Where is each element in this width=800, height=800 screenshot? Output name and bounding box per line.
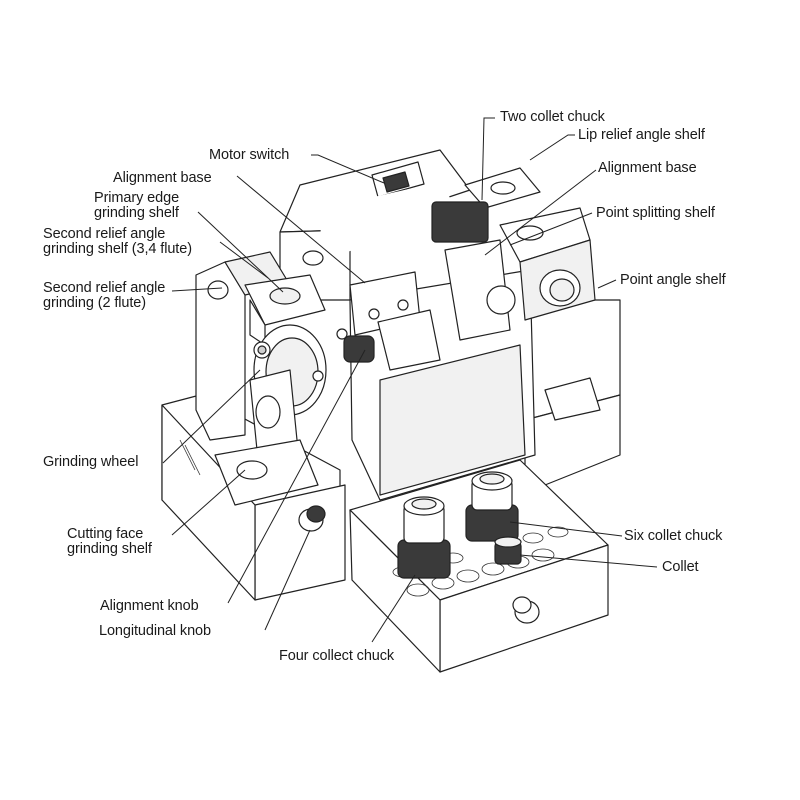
label-primary-edge-grinding-shelf: Primary edge grinding shelf [94, 191, 179, 221]
label-motor-switch: Motor switch [209, 147, 290, 163]
label-point-splitting-shelf: Point splitting shelf [596, 205, 715, 221]
label-cutting-face-grinding-shelf: Cutting face grinding shelf [67, 527, 152, 557]
label-alignment-base-right: Alignment base [598, 160, 697, 176]
label-second-relief-2-line1: Second relief angle [43, 280, 166, 296]
label-grinding-wheel: Grinding wheel [43, 454, 139, 470]
label-longitudinal-knob: Longitudinal knob [99, 623, 211, 639]
label-second-relief-34-line2: grinding shelf (3,4 flute) [43, 241, 192, 257]
label-second-relief-34-flute: Second relief angle grinding shelf (3,4 … [43, 227, 192, 257]
label-six-collet-chuck: Six collet chuck [624, 528, 723, 544]
label-second-relief-34-line1: Second relief angle [43, 226, 166, 242]
label-alignment-base-left: Alignment base [113, 170, 212, 186]
label-two-collet-chuck: Two collet chuck [500, 109, 605, 125]
label-lip-relief-angle-shelf: Lip relief angle shelf [578, 127, 705, 143]
label-point-angle-shelf: Point angle shelf [620, 272, 726, 288]
label-alignment-knob: Alignment knob [100, 598, 199, 614]
label-cutting-face-line2: grinding shelf [67, 541, 152, 557]
label-second-relief-2-flute: Second relief angle grinding (2 flute) [43, 281, 165, 311]
leader-lines [162, 117, 658, 643]
left-grinding-area [195, 251, 327, 532]
label-primary-edge-line2: grinding shelf [94, 205, 179, 221]
label-second-relief-2-line2: grinding (2 flute) [43, 295, 146, 311]
label-four-collect-chuck: Four collect chuck [279, 648, 395, 664]
right-shelves [431, 167, 601, 421]
label-collet: Collet [662, 559, 699, 575]
six-collet-chuck-part [465, 471, 519, 542]
collet-part [494, 536, 522, 565]
center-alignment-block [336, 271, 441, 371]
four-collet-chuck-part [397, 496, 451, 579]
label-primary-edge-line1: Primary edge [94, 190, 180, 206]
label-cutting-face-line1: Cutting face [67, 526, 144, 542]
